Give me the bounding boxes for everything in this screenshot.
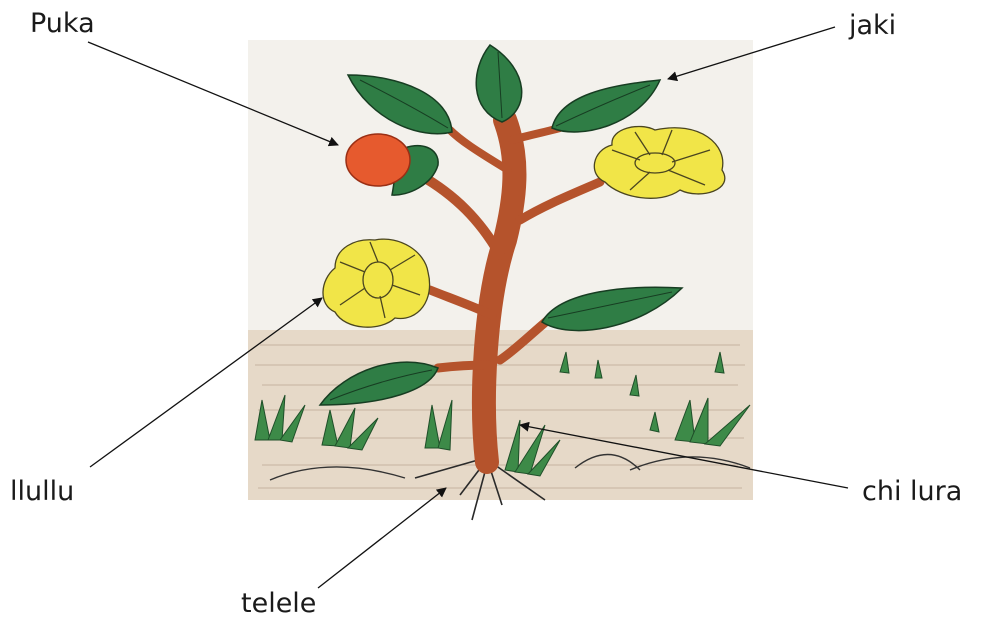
flower-right xyxy=(594,126,725,198)
label-root: telele xyxy=(241,590,316,617)
label-stem: chi lura xyxy=(862,478,962,505)
root-pointer xyxy=(318,488,446,588)
fruit xyxy=(346,134,410,186)
label-fruit: Puka xyxy=(30,10,95,37)
label-flower: llullu xyxy=(10,478,74,505)
label-leaf: jaki xyxy=(849,12,896,39)
